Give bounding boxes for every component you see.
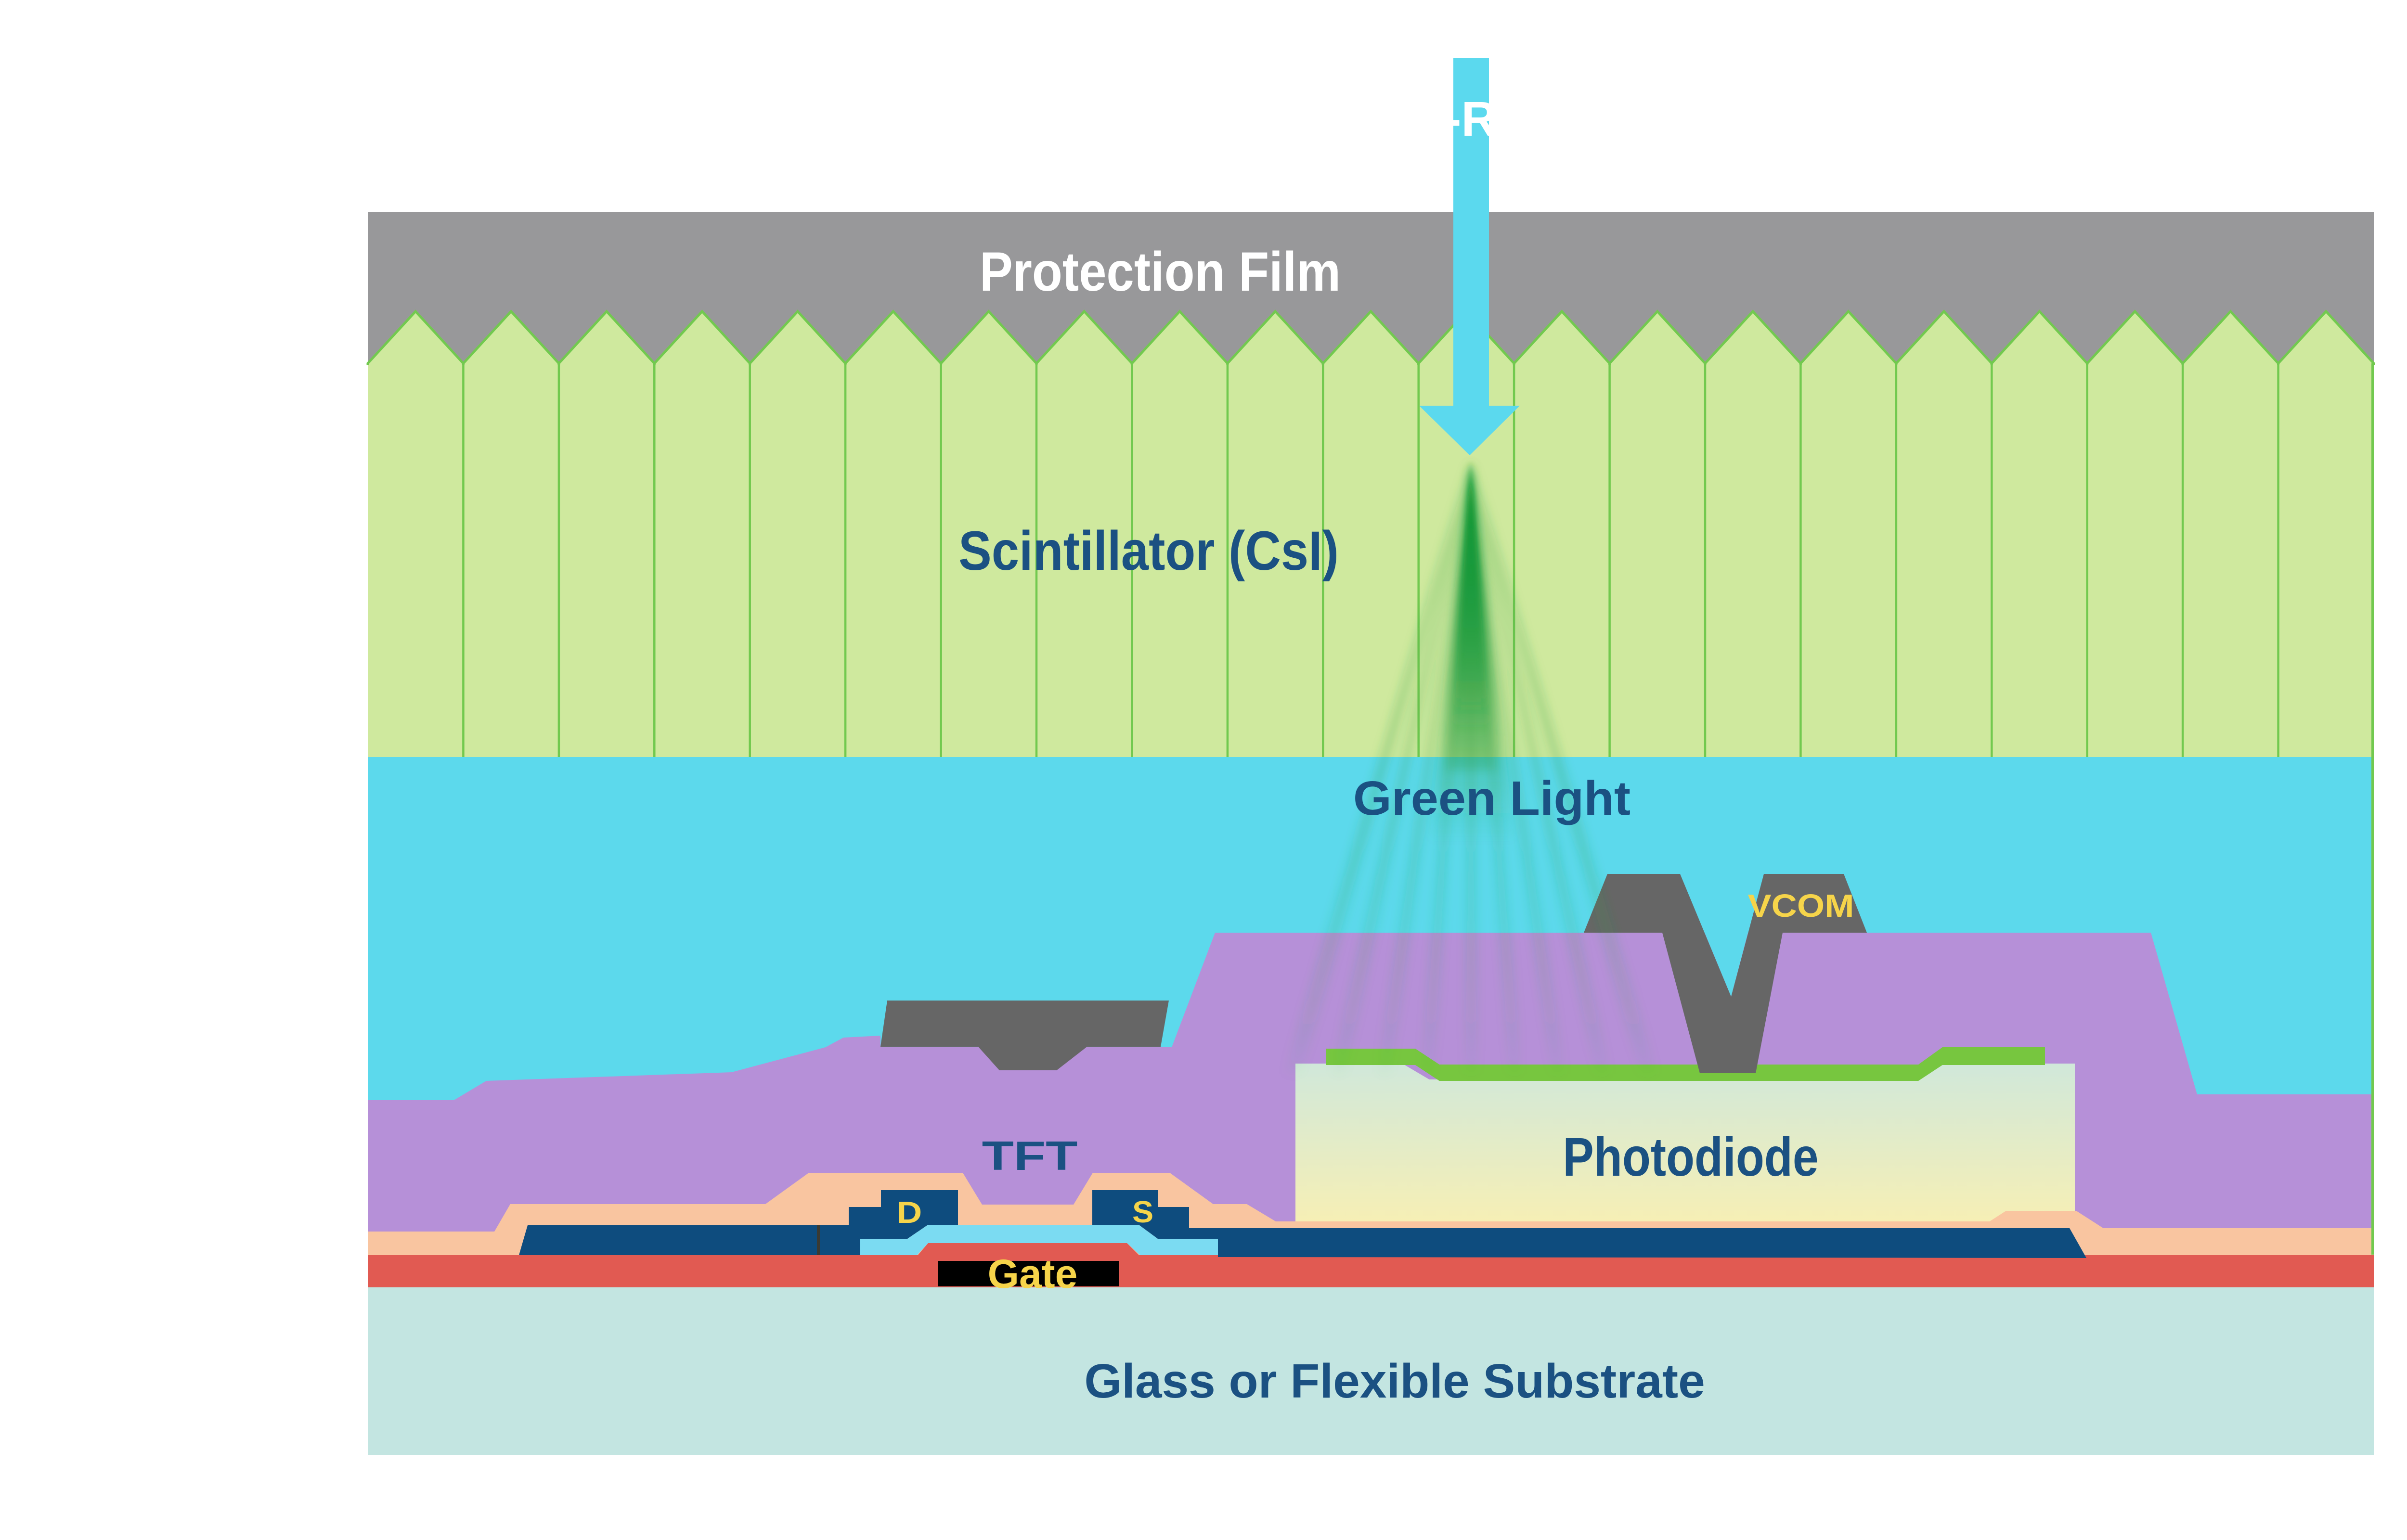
svg-text:Gate: Gate: [988, 1251, 1078, 1296]
svg-text:TFT: TFT: [982, 1133, 1078, 1179]
svg-text:X-Ray: X-Ray: [1412, 91, 1551, 146]
svg-text:Glass or Flexible Substrate: Glass or Flexible Substrate: [1084, 1354, 1705, 1408]
svg-text:Green Light: Green Light: [1353, 771, 1631, 825]
svg-text:D: D: [897, 1196, 922, 1230]
svg-text:Scintillator (CsI): Scintillator (CsI): [958, 520, 1339, 582]
svg-text:Protection Film: Protection Film: [980, 241, 1341, 303]
svg-text:VCOM: VCOM: [1747, 887, 1854, 924]
svg-text:S: S: [1132, 1195, 1153, 1229]
svg-text:Photodiode: Photodiode: [1563, 1127, 1818, 1188]
